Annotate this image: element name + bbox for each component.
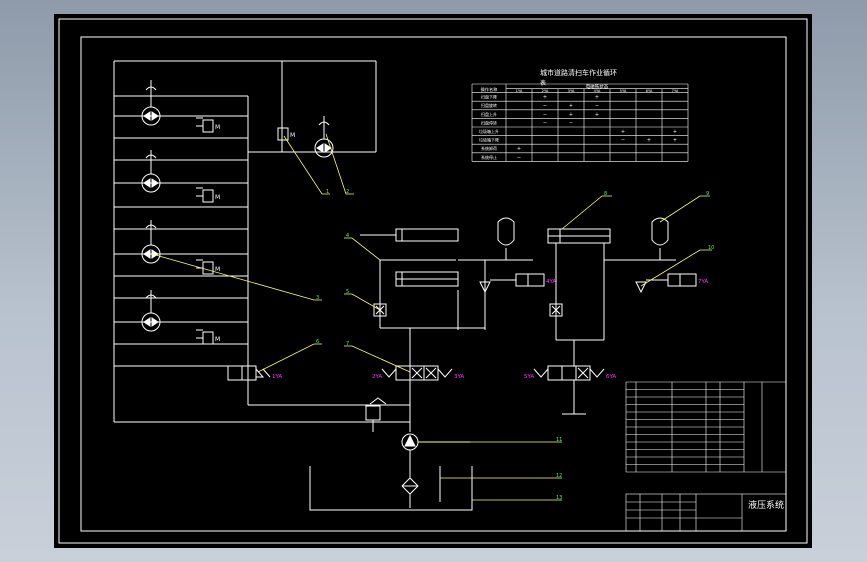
solenoid-label-2ya: 2YA (372, 374, 382, 380)
table-op-header: 操作名称 (481, 86, 498, 93)
table-cell-mark: + (673, 138, 677, 144)
motor-circuits (113, 60, 410, 423)
table-cell-mark: + (543, 95, 547, 101)
table-title: 城市道路清扫车作业循环 (540, 68, 617, 77)
table-cell-mark: − (595, 103, 599, 109)
solenoid-label-4ya: 4YA (546, 279, 556, 285)
table-cell-mark: + (595, 95, 599, 101)
table-row-label: 系统停止 (481, 154, 497, 160)
table-cell-mark: − (569, 120, 573, 126)
table-column-header: 6YA (646, 89, 653, 93)
table-cell-mark: + (595, 112, 599, 118)
table-column-header: 5YA (620, 89, 627, 93)
table-cell-mark: + (569, 103, 573, 109)
svg-text:1: 1 (326, 189, 329, 195)
outer-frame (58, 18, 808, 544)
hydraulic-motor-icon (141, 290, 161, 332)
center-circuit (360, 217, 545, 432)
svg-text:8: 8 (604, 191, 607, 197)
table-cell-mark: + (647, 138, 651, 144)
motor-valve-tag: M (215, 194, 220, 201)
svg-text:6: 6 (316, 339, 319, 345)
table-row-label: 系统卸荷 (481, 145, 497, 151)
motor-valve-tag: M (290, 132, 295, 139)
table-cell-mark: + (621, 129, 625, 135)
table-column-header: 4YA (594, 89, 601, 93)
upper-motor-icon (277, 116, 334, 158)
table-row-label: 扫盘停转 (481, 119, 497, 125)
table-cell-mark: − (543, 112, 547, 118)
table-column-header: 2YA (542, 89, 549, 93)
motor-valve-tag: M (215, 336, 220, 343)
svg-text:4: 4 (346, 233, 349, 239)
solenoid-label-5ya: 5YA (524, 374, 534, 380)
solenoid-label-7ya: 7YA (698, 279, 708, 285)
right-circuit (533, 217, 697, 415)
table-row-label: 扫盘下降 (481, 94, 497, 100)
solenoid-label-3ya: 3YA (454, 374, 464, 380)
svg-text:3: 3 (316, 295, 319, 301)
table-cell-mark: − (543, 103, 547, 109)
inner-frame (80, 36, 787, 532)
table-row-label: 垃圾箱上升 (479, 128, 499, 134)
svg-text:10: 10 (708, 245, 714, 251)
table-cell-mark: − (621, 138, 625, 144)
table-cell-mark: − (543, 120, 547, 126)
title-block (625, 493, 787, 532)
table-column-header: 1YA (516, 89, 523, 93)
hydraulic-motor-icon (141, 220, 161, 264)
svg-text:2: 2 (346, 189, 349, 195)
table-cell-mark: + (517, 146, 521, 152)
table-row-label: 扫盘上升 (481, 111, 497, 117)
svg-text:7: 7 (346, 341, 349, 347)
hydraulic-motor-icon (141, 80, 161, 126)
motor-valve-tag: M (215, 124, 220, 131)
table-row-label: 垃圾箱下降 (479, 137, 499, 143)
motor-valve-tag: M (215, 266, 220, 273)
drawing-title: 液压系统 (748, 499, 784, 511)
table-cell-mark: + (569, 112, 573, 118)
parts-list (625, 381, 787, 473)
table-title-2: 表 (540, 79, 546, 87)
solenoid-label-1ya: 1YA (272, 374, 282, 380)
svg-text:12: 12 (556, 473, 562, 479)
solenoid-label-6ya: 6YA (606, 374, 616, 380)
svg-text:9: 9 (706, 191, 709, 197)
svg-text:13: 13 (556, 495, 562, 501)
motor-solenoid-valves (196, 117, 214, 345)
table-row-label: 扫盘旋转 (481, 102, 497, 108)
table-group-header: 电磁铁状态 (586, 83, 609, 90)
table-cell-mark: − (517, 155, 521, 161)
valve-1ya (227, 365, 410, 406)
svg-text:11: 11 (556, 437, 562, 443)
table-column-header: 7YA (672, 89, 679, 93)
paper (54, 14, 812, 548)
table-cell-mark: + (673, 129, 677, 135)
cycle-table: 城市道路清扫车作业循环 表 操作名称 电磁铁状态 1YA 2YA 3YA 4YA 5YA 6Y… (471, 68, 689, 162)
leader-lines (151, 133, 712, 501)
hydraulic-motor-icon (141, 150, 161, 193)
table-column-header: 3YA (568, 89, 575, 93)
svg-text:5: 5 (346, 289, 349, 295)
